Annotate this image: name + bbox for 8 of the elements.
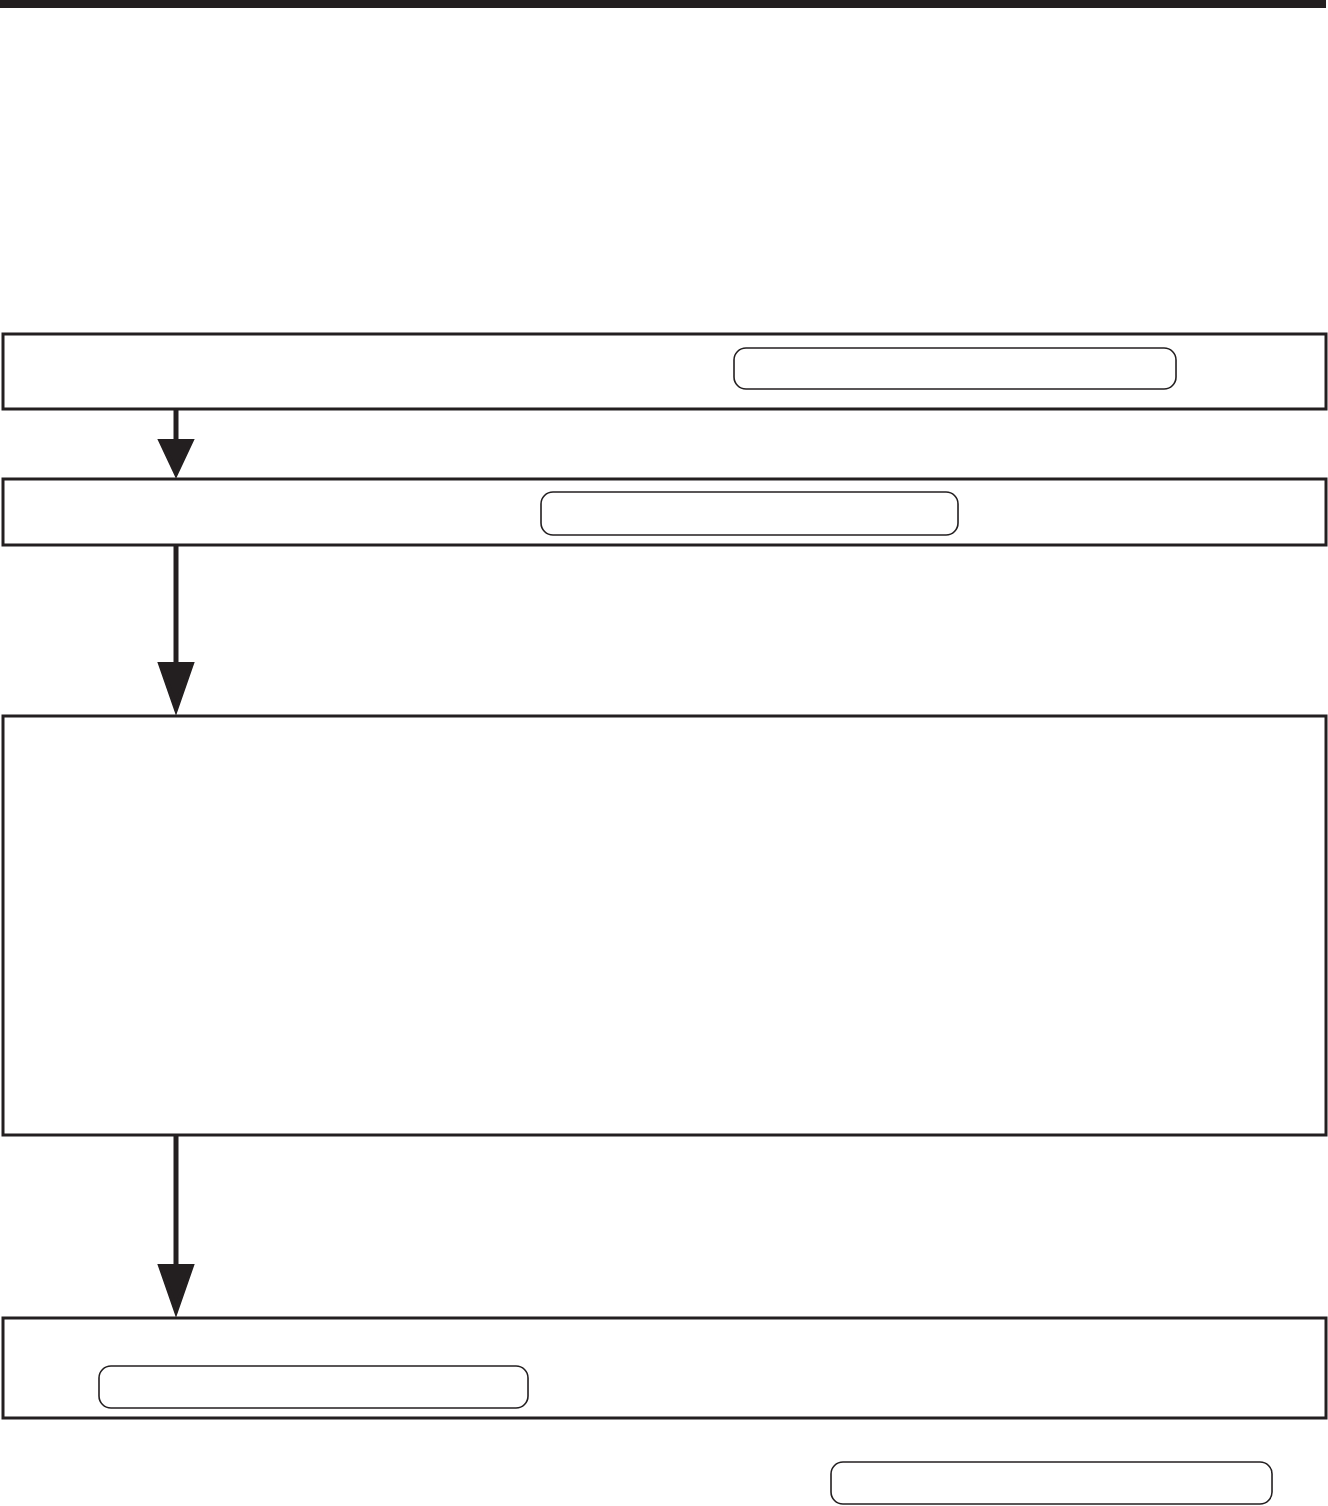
rounded-box: [830, 1461, 1273, 1505]
process-box: [1, 332, 1328, 411]
rounded-box: [540, 491, 959, 536]
rounded-box: [98, 1365, 529, 1409]
rounded-box: [733, 347, 1177, 390]
process-box: [1, 477, 1328, 547]
process-box: [1, 714, 1328, 1137]
process-box: [1, 1316, 1328, 1420]
